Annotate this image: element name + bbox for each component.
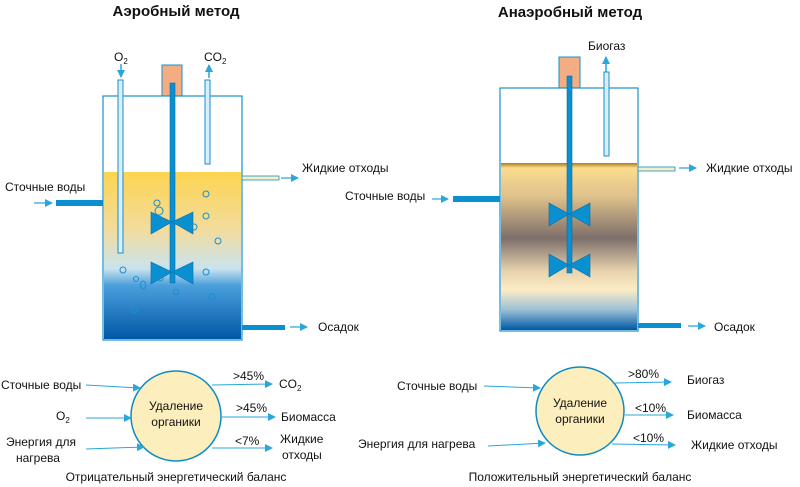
center-line2: органики bbox=[151, 415, 200, 429]
output-liquid-waste-line2: отходы bbox=[282, 448, 322, 462]
pct-biomass: <10% bbox=[635, 401, 666, 415]
anaerobic-balance-caption: Положительный энергетический баланс bbox=[469, 470, 692, 484]
arrow-icon bbox=[85, 443, 145, 452]
center-line1: Удаление bbox=[553, 396, 607, 410]
impeller-upper bbox=[150, 211, 194, 235]
output-liquid-waste: Жидкие отходы bbox=[691, 438, 778, 452]
input-energy-line1: Энергия для bbox=[6, 435, 76, 449]
aerobic-balance: Удаление органики Сточные воды O2 Энерги… bbox=[1, 369, 336, 484]
output-biomass: Биомасса bbox=[281, 410, 336, 424]
pct-biogas: >80% bbox=[628, 367, 659, 381]
organic-removal-circle bbox=[535, 366, 625, 456]
output-biomass: Биомасса bbox=[687, 408, 742, 422]
pct-co2: >45% bbox=[233, 369, 264, 383]
co2-output-label: CO2 bbox=[204, 50, 227, 66]
air-bubbles bbox=[119, 190, 222, 313]
anaerobic-title: Анаэробный метод bbox=[498, 4, 643, 21]
anaerobic-sludge-label: Осадок bbox=[714, 320, 756, 334]
anaerobic-inlet-pipe bbox=[453, 196, 500, 202]
aerobic-sludge-label: Осадок bbox=[318, 320, 360, 334]
input-energy-line2: нагрева bbox=[16, 451, 60, 465]
input-wastewater: Сточные воды bbox=[1, 378, 81, 392]
arrow-icon bbox=[614, 378, 672, 387]
pct-biomass: >45% bbox=[236, 401, 267, 415]
aerobic-inlet-label: Сточные воды bbox=[5, 180, 85, 194]
aerobic-inlet-pipe bbox=[56, 200, 103, 206]
arrow-icon bbox=[483, 383, 541, 392]
anaerobic-sludge-pipe bbox=[638, 323, 681, 328]
anaerobic-liquid-waste-pipe bbox=[637, 166, 676, 172]
co2-pipe bbox=[204, 79, 211, 165]
impeller-lower bbox=[150, 261, 194, 285]
aerobic-liquid-waste-pipe bbox=[241, 175, 280, 181]
anaerobic-liquid-waste-label: Жидкие отходы bbox=[706, 161, 793, 175]
input-energy: Энергия для нагрева bbox=[358, 437, 476, 451]
anaerobic-inlet-label: Сточные воды bbox=[345, 189, 425, 203]
o2-pipe bbox=[117, 79, 124, 254]
mixer-shaft bbox=[566, 75, 573, 274]
mixer-shaft bbox=[169, 82, 176, 284]
aerobic-balance-caption: Отрицательный энергетический баланс bbox=[66, 470, 287, 484]
anaerobic-balance: Удаление органики Сточные воды Энергия д… bbox=[358, 366, 778, 484]
arrow-icon bbox=[487, 439, 546, 448]
impeller-lower bbox=[548, 253, 591, 278]
input-o2: O2 bbox=[56, 409, 70, 425]
biogas-pipe bbox=[603, 71, 610, 157]
center-line2: органики bbox=[555, 412, 604, 426]
output-biogas: Биогаз bbox=[687, 373, 725, 387]
output-liquid-waste-line1: Жидкие bbox=[280, 432, 324, 446]
arrow-icon bbox=[85, 383, 141, 392]
arrow-icon bbox=[611, 440, 676, 449]
pct-liquid-waste: <7% bbox=[235, 434, 260, 448]
aerobic-title: Аэробный метод bbox=[112, 3, 240, 20]
output-co2: CO2 bbox=[279, 377, 302, 393]
aerobic-sludge-pipe bbox=[242, 325, 285, 330]
arrow-icon bbox=[211, 380, 273, 389]
o2-input-label: O2 bbox=[114, 50, 128, 66]
input-wastewater: Сточные воды bbox=[397, 379, 477, 393]
biogas-output-label: Биогаз bbox=[588, 39, 626, 53]
aerobic-liquid-waste-label: Жидкие отходы bbox=[302, 161, 389, 175]
center-line1: Удаление bbox=[149, 399, 203, 413]
pct-liquid-waste: <10% bbox=[633, 431, 664, 445]
impeller-upper bbox=[548, 202, 591, 227]
